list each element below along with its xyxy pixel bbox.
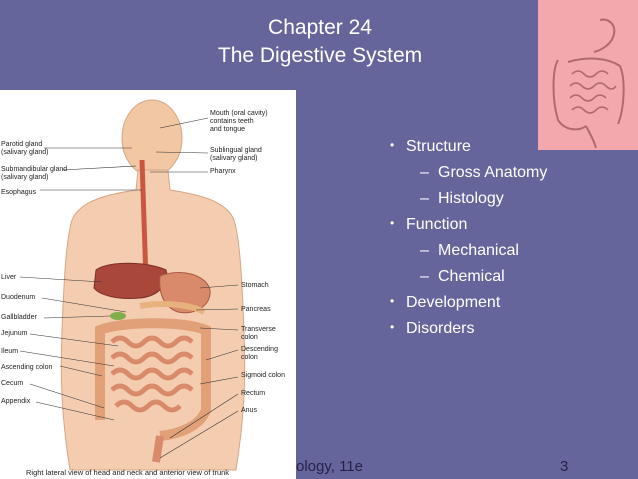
label-mouth-teeth: contains teeth [210,118,254,125]
intestines-illustration [552,18,625,149]
label-duodenum: Duodenum [1,294,36,301]
label-ileum: Ileum [1,348,19,355]
figure-caption: Right lateral view of head and neck and … [26,468,230,477]
label-liver: Liver [1,274,17,281]
page-number: 3 [560,458,569,475]
label-transverse: Transverse [241,326,276,333]
label-descending: Descending [241,346,278,353]
label-sigmoid-colon: Sigmoid colon [241,372,285,379]
bullet-glyph: • [390,138,395,152]
label-anus: Anus [241,407,257,414]
label-descending-colon: colon [241,354,258,361]
label-mouth: Mouth (oral cavity) [210,110,268,117]
label-pancreas: Pancreas [241,306,271,313]
label-mouth-tongue: and tongue [210,126,246,133]
label-rectum: Rectum [241,390,266,397]
label-parotid-salivary: (salivary gland) [1,149,49,156]
title-line-2: The Digestive System [217,44,423,67]
slide-footer: ology, 11e [296,458,363,475]
label-parotid-gland: Parotid gland [1,141,43,148]
bullet-item: •Function [390,216,468,233]
bullet-glyph: • [390,294,395,308]
label-pharynx: Pharynx [210,168,236,175]
label-submandibular-salivary: (salivary gland) [1,174,49,181]
digestive-thumbnail-image [538,0,638,150]
bullet-glyph: • [390,216,395,230]
label-ascending-colon: Ascending colon [1,364,53,371]
sub-bullet-item: –Mechanical [420,242,519,259]
dash-glyph: – [420,164,429,181]
label-stomach: Stomach [241,282,269,289]
label-esophagus: Esophagus [1,189,37,196]
dash-glyph: – [420,190,429,207]
dash-glyph: – [420,242,429,259]
slide-title: Chapter 24 The Digestive System [150,14,490,70]
sub-bullet-item: –Chemical [420,268,505,285]
sub-bullet-item: –Gross Anatomy [420,164,548,181]
label-appendix: Appendix [1,398,31,405]
bullet-item: •Development [390,294,501,311]
label-cecum: Cecum [1,380,24,387]
label-gallbladder: Gallbladder [1,314,37,321]
body-illustration [19,99,246,471]
bullet-item: •Structure [390,138,471,155]
label-jejunum: Jejunum [1,330,28,337]
dash-glyph: – [420,268,429,285]
sub-bullet-item: –Histology [420,190,504,207]
bullet-item: •Disorders [390,320,475,337]
label-transverse-colon: colon [241,334,258,341]
title-line-1: Chapter 24 [268,16,372,39]
label-sublingual-gland: Sublingual gland [210,147,262,154]
bullet-glyph: • [390,320,395,334]
digestive-system-figure: Parotid gland (salivary gland) Submandib… [0,90,296,479]
label-sublingual-salivary: (salivary gland) [210,155,258,162]
label-submandibular-gland: Submandibular gland [1,166,68,173]
